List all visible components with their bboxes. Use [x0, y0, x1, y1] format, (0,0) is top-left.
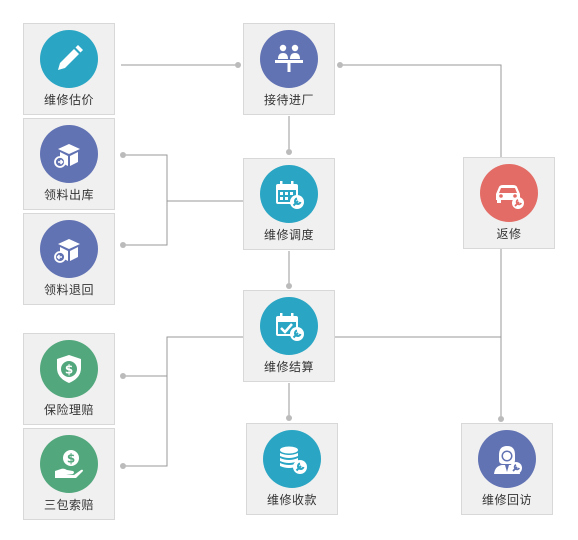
reception-icon [260, 30, 318, 88]
node-label: 领料出库 [43, 188, 94, 202]
node-repair-dispatch[interactable]: 维修调度 [243, 158, 335, 250]
node-repair-payment[interactable]: 维修收款 [246, 423, 338, 515]
box-return-icon [40, 220, 98, 278]
node-material-return[interactable]: 领料退回 [23, 213, 115, 305]
box-out-icon [40, 125, 98, 183]
node-reception[interactable]: 接待进厂 [243, 23, 335, 115]
svg-text:$: $ [67, 452, 75, 466]
node-label: 三包索赔 [43, 498, 94, 512]
node-repair-estimate[interactable]: 维修估价 [23, 23, 115, 115]
node-rework[interactable]: 返修 [463, 157, 555, 249]
calendar-check-icon [260, 297, 318, 355]
node-material-out[interactable]: 领料出库 [23, 118, 115, 210]
node-label: 维修收款 [266, 493, 317, 507]
coins-wrench-icon [263, 430, 321, 488]
node-label: 维修调度 [263, 228, 314, 242]
node-repair-settlement[interactable]: 维修结算 [243, 290, 335, 382]
node-label: 接待进厂 [263, 93, 314, 107]
node-label: 返修 [496, 227, 522, 241]
node-label: 维修结算 [263, 360, 314, 374]
node-label: 领料退回 [43, 283, 94, 297]
shield-dollar-icon: $ [40, 340, 98, 398]
car-wrench-icon [480, 164, 538, 222]
node-warranty-claim[interactable]: $ 三包索赔 [23, 428, 115, 520]
pencil-icon [40, 30, 98, 88]
svg-text:$: $ [65, 363, 73, 377]
hand-dollar-icon: $ [40, 435, 98, 493]
node-label: 维修估价 [43, 93, 94, 107]
node-repair-followup[interactable]: 维修回访 [461, 423, 553, 515]
node-insurance-claim[interactable]: $ 保险理赔 [23, 333, 115, 425]
agent-wrench-icon [478, 430, 536, 488]
node-label: 维修回访 [481, 493, 532, 507]
node-label: 保险理赔 [43, 403, 94, 417]
calendar-wrench-icon [260, 165, 318, 223]
